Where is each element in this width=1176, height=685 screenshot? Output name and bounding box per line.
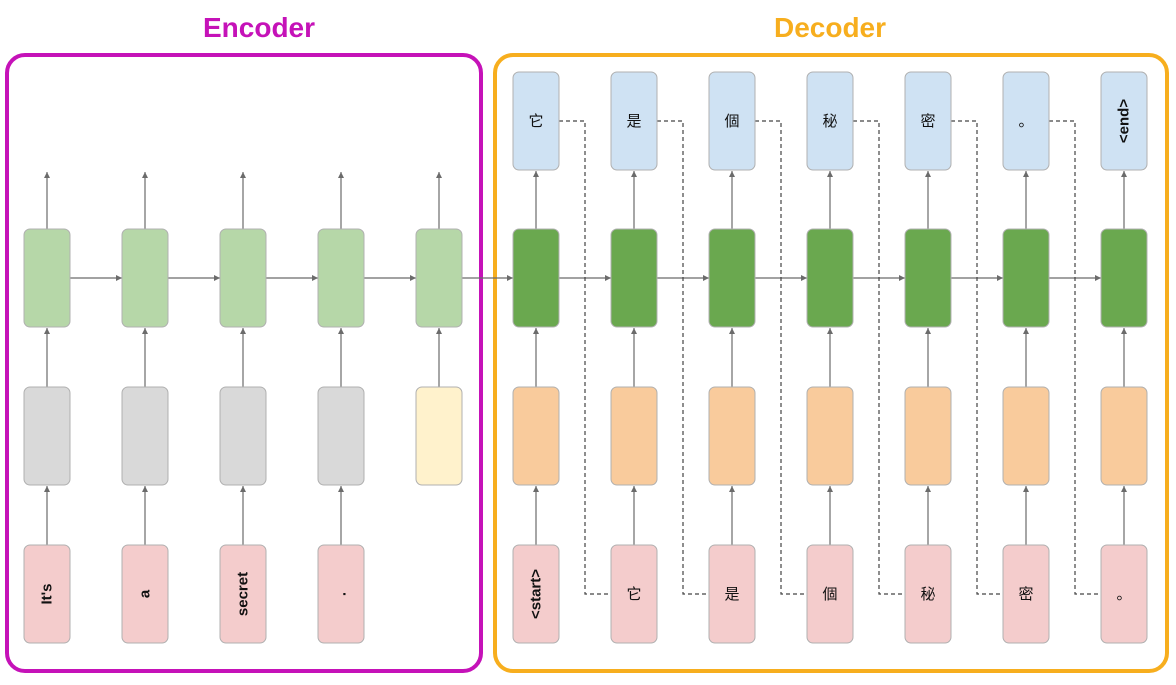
encoder-rnn-cell xyxy=(317,228,365,328)
feedback-dashed-line xyxy=(853,120,905,595)
decoder-input-token xyxy=(1002,544,1050,644)
encoder-rnn-cell xyxy=(219,228,267,328)
encoder-title: Encoder xyxy=(203,12,315,43)
decoder-rnn-cell xyxy=(708,228,756,328)
encoder-rnn-cell xyxy=(415,228,463,328)
feedback-dashed-line xyxy=(559,120,611,595)
decoder-rnn-cell xyxy=(1002,228,1050,328)
decoder-input-label: 是 xyxy=(724,585,739,603)
decoder-output-token xyxy=(708,71,756,171)
decoder-frame xyxy=(493,53,1169,673)
connections xyxy=(44,120,1127,595)
encoder-input-label: secret xyxy=(235,572,252,616)
encoder-input-label: a xyxy=(137,589,154,598)
encoder-input-token xyxy=(317,544,365,644)
decoder-input-label: 密 xyxy=(1018,585,1033,603)
decoder-output-label: 它 xyxy=(528,112,543,130)
decoder-embedding xyxy=(904,386,952,486)
decoder-input-token xyxy=(806,544,854,644)
decoder-output-label: <end> xyxy=(1116,99,1133,143)
encoder-input-token xyxy=(121,544,169,644)
encoder-input-token xyxy=(219,544,267,644)
decoder-output-token xyxy=(806,71,854,171)
encoder-frame xyxy=(5,53,483,673)
decoder-input-label: 秘 xyxy=(920,585,935,603)
decoder-output-token xyxy=(512,71,560,171)
decoder-embedding xyxy=(1100,386,1148,486)
decoder-output-label: 。 xyxy=(1018,112,1033,130)
decoder-output-token xyxy=(904,71,952,171)
decoder-rnn-cell xyxy=(1100,228,1148,328)
decoder-input-label: 它 xyxy=(626,585,641,603)
decoder-rnn-cell xyxy=(806,228,854,328)
decoder-output-label: 個 xyxy=(724,112,739,130)
decoder-output-token xyxy=(610,71,658,171)
decoder-input-label: 。 xyxy=(1116,585,1131,603)
decoder-output-token xyxy=(1002,71,1050,171)
encoder-input-label: . xyxy=(333,592,350,596)
decoder-output-token xyxy=(1100,71,1148,171)
decoder-embedding xyxy=(512,386,560,486)
decoder-title: Decoder xyxy=(774,12,886,43)
decoder-input-label: <start> xyxy=(528,569,545,619)
decoder-input-token xyxy=(610,544,658,644)
decoder-input-token xyxy=(1100,544,1148,644)
feedback-dashed-line xyxy=(951,120,1003,595)
encoder-rnn-cell xyxy=(23,228,71,328)
decoder-input-token xyxy=(904,544,952,644)
encoder-input-token xyxy=(23,544,71,644)
decoder-embedding xyxy=(708,386,756,486)
feedback-dashed-line xyxy=(755,120,807,595)
encoder-embedding xyxy=(121,386,169,486)
decoder-output-label: 是 xyxy=(626,112,641,130)
decoder-output-label: 秘 xyxy=(822,112,837,130)
decoder-embedding xyxy=(806,386,854,486)
decoder-rnn-cell xyxy=(904,228,952,328)
decoder-input-token xyxy=(708,544,756,644)
decoder-input-token xyxy=(512,544,560,644)
encoder-embedding xyxy=(23,386,71,486)
feedback-dashed-line xyxy=(1049,120,1101,595)
decoder-input-label: 個 xyxy=(822,585,837,603)
feedback-dashed-line xyxy=(657,120,709,595)
encoder-embedding xyxy=(317,386,365,486)
decoder-rnn-cell xyxy=(610,228,658,328)
decoder-rnn-cell xyxy=(512,228,560,328)
encoder-embedding xyxy=(219,386,267,486)
encoder-rnn-cell xyxy=(121,228,169,328)
decoder-output-label: 密 xyxy=(920,112,935,130)
decoder-embedding xyxy=(1002,386,1050,486)
encoder-final-embedding xyxy=(415,386,463,486)
encoder-input-label: It's xyxy=(39,583,56,604)
decoder-embedding xyxy=(610,386,658,486)
